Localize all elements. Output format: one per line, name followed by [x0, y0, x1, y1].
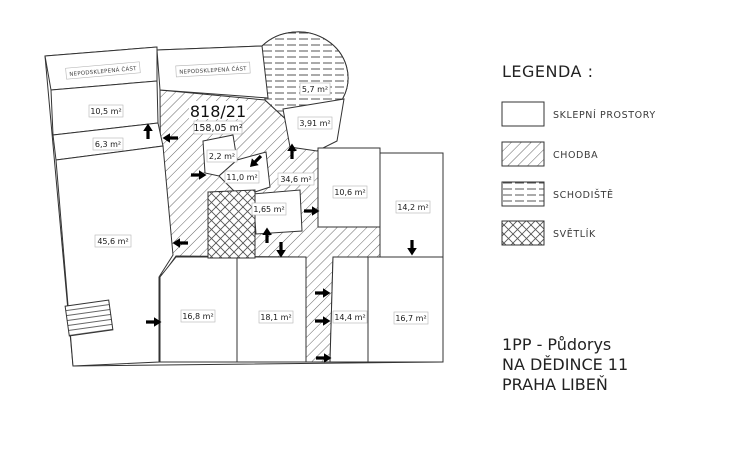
room-label-34-6: 34,6 m²: [280, 175, 311, 184]
parcel-area-box: [193, 120, 243, 135]
room-18-1: [236, 256, 307, 363]
room-label-10-5: 10,5 m²: [90, 107, 121, 116]
room-label-14-4: 14,4 m²: [334, 313, 365, 322]
legend-title: LEGENDA :: [502, 62, 593, 81]
legend-swatch-svetlik: [501, 220, 545, 246]
legend-swatch-chodba: [501, 141, 545, 167]
plan-drawing: 818/21 158,05 m² NEPODSKLEPENÁ ČÁST NEPO…: [44, 31, 444, 367]
room-16-7: [367, 256, 444, 363]
room-label-14-2: 14,2 m²: [397, 203, 428, 212]
room-label-18-1: 18,1 m²: [260, 313, 291, 322]
room-16-8: [159, 256, 238, 363]
room-label-5-7: 5,7 m²: [302, 85, 328, 94]
room-labels: 10,5 m² 6,3 m² 45,6 m² 2,2 m² 11,0 m² 34…: [88, 82, 431, 325]
room-label-11-0: 11,0 m²: [226, 173, 257, 182]
room-label-1-65: 1,65 m²: [253, 205, 284, 214]
title-line-2: NA DĚDINCE 11: [502, 355, 628, 374]
parcel-number-box: [189, 101, 247, 119]
legend-item-label: SVĚTLÍK: [553, 228, 596, 240]
annotation-label-2: NEPODSKLEPENÁ ČÁST: [179, 65, 247, 76]
room-label-10-6: 10,6 m²: [334, 188, 365, 197]
title-line-3: PRAHA LIBEŇ: [502, 375, 608, 394]
legend-item-label: CHODBA: [553, 150, 598, 161]
svetlik-area: [207, 189, 256, 259]
legend: LEGENDA : SKLEPNÍ PROSTORY CHODBA SCHODI…: [501, 62, 656, 246]
legend-swatch-sklepni-prostory: [501, 101, 545, 127]
annotation-nepodsklepena-1: NEPODSKLEPENÁ ČÁST: [65, 61, 141, 80]
legend-item-label: SCHODIŠTĚ: [553, 189, 614, 201]
legend-swatch-schodiste: [501, 181, 545, 207]
room-label-2-2: 2,2 m²: [209, 152, 235, 161]
left-stairs-icon: [64, 299, 114, 337]
parcel-area: 158,05 m²: [193, 123, 243, 134]
annotation-nepodsklepena-2: NEPODSKLEPENÁ ČÁST: [175, 61, 251, 78]
legend-item-label: SKLEPNÍ PROSTORY: [553, 109, 656, 121]
room-label-45-6: 45,6 m²: [97, 237, 128, 246]
title-block: 1PP - Půdorys NA DĚDINCE 11 PRAHA LIBEŇ: [502, 335, 628, 394]
room-14-4: [329, 256, 369, 363]
parcel-number: 818/21: [190, 102, 246, 121]
room-label-16-8: 16,8 m²: [182, 312, 213, 321]
room-label-3-91: 3,91 m²: [299, 119, 330, 128]
room-label-16-7: 16,7 m²: [395, 314, 426, 323]
room-label-6-3: 6,3 m²: [95, 140, 121, 149]
title-line-1: 1PP - Půdorys: [502, 335, 611, 354]
